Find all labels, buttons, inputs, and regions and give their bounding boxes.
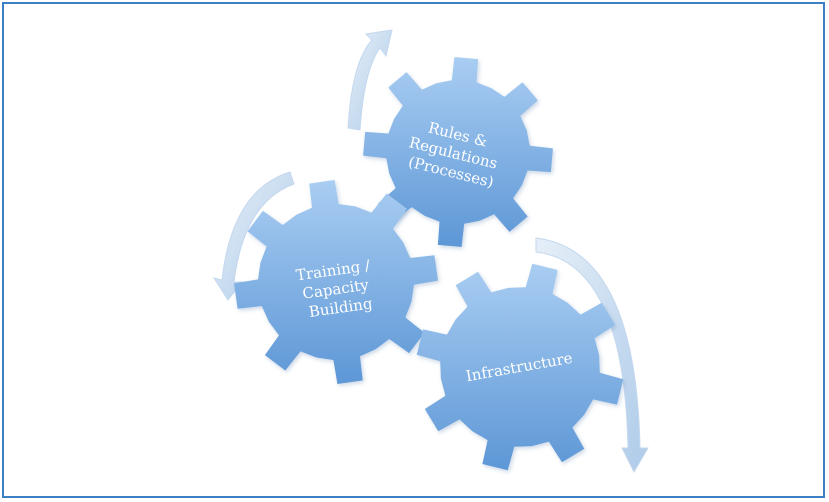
gear-rules xyxy=(363,57,553,247)
gear-infrastructure-shape xyxy=(416,263,624,471)
gear-training-shape xyxy=(234,180,438,384)
gear-infrastructure xyxy=(416,263,624,471)
cycle-arrows xyxy=(212,29,649,474)
gear-rules-shape xyxy=(363,57,553,247)
gear-training xyxy=(234,180,438,384)
arrow-right xyxy=(535,237,649,474)
arrow-left xyxy=(212,171,295,301)
arrow-top xyxy=(347,29,393,131)
